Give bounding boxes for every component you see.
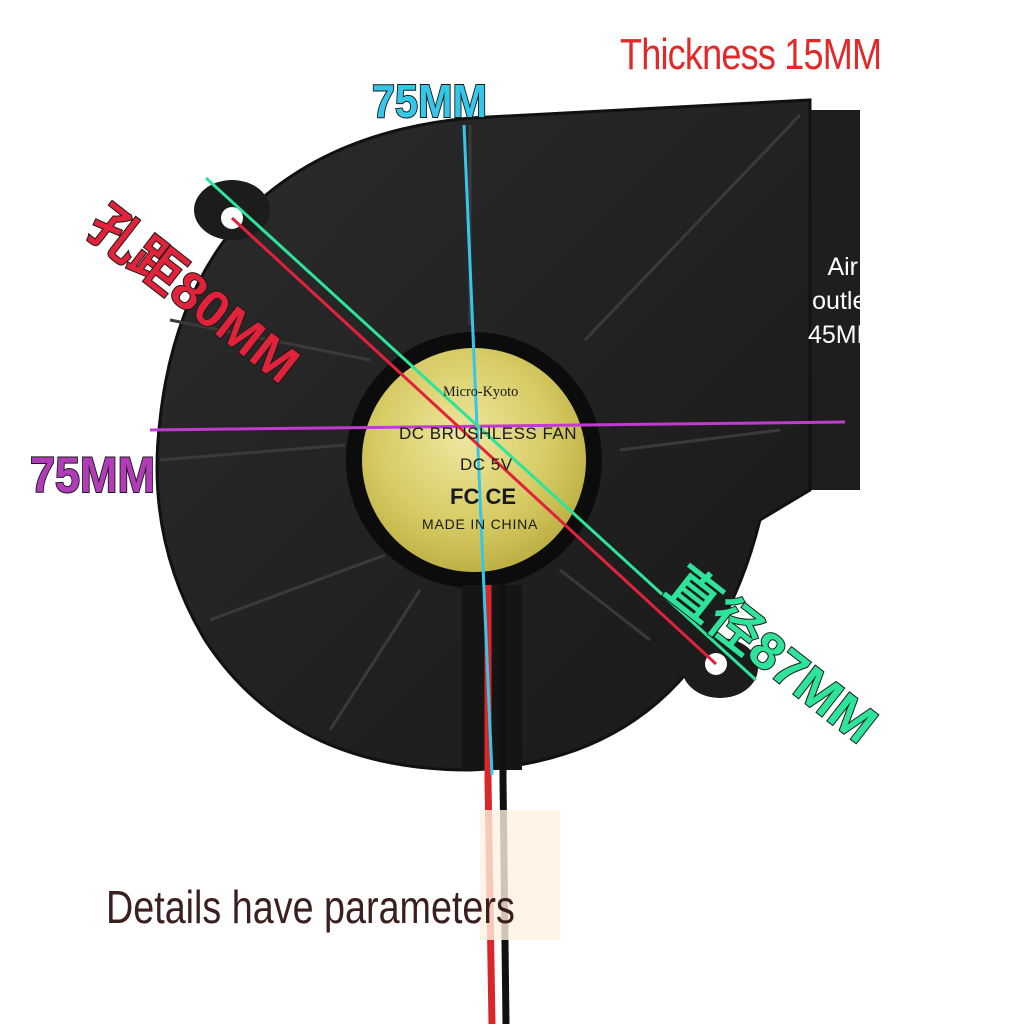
fan-origin: MADE IN CHINA [422, 516, 539, 532]
fan-label-sticker [362, 348, 586, 572]
wire-blur [480, 810, 560, 940]
fan-certification-marks: FC CE [450, 484, 516, 509]
fan-brand: Micro-Kyoto [443, 384, 519, 400]
dimension-line-vertical [462, 124, 494, 776]
dimension-line-diameter [204, 176, 758, 682]
details-note: Details have parameters [106, 881, 515, 933]
black-wire [499, 585, 510, 1024]
air-outlet-line-1: Air [827, 253, 859, 281]
wire-channel [462, 585, 522, 770]
width-dimension-label: 75MM [371, 74, 488, 128]
fan-voltage: DC 5V [460, 455, 513, 474]
dimension-line-horizontal [149, 420, 846, 432]
thickness-caption: Thickness 15MM [620, 30, 882, 79]
fan-product-name: DC BRUSHLESS FAN [399, 424, 578, 443]
air-outlet-line-2: outlet [812, 287, 874, 315]
dimension-line-hole-spacing [230, 216, 718, 666]
air-outlet-line-3: 45MM [808, 321, 878, 349]
height-dimension-label: 75MM [29, 446, 156, 504]
air-outlet-caption: Air outlet 45MM [808, 250, 877, 352]
housing-ribs [159, 113, 802, 731]
red-wire [484, 585, 496, 1024]
